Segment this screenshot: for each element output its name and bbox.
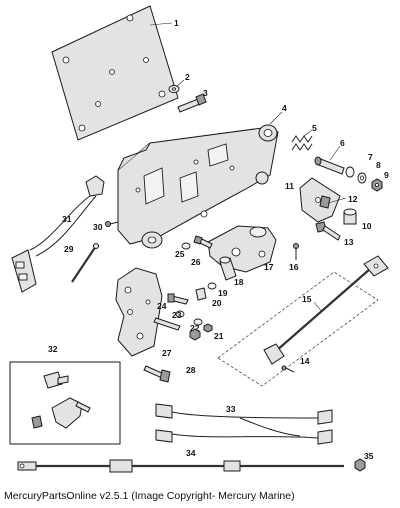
copyright-footer: MercuryPartsOnline v2.5.1 (Image Copyrig… <box>4 490 295 502</box>
part-5-spring[interactable] <box>291 135 313 151</box>
callout-2: 2 <box>185 72 190 82</box>
part-15-cable-assembly[interactable] <box>263 255 389 365</box>
callout-15: 15 <box>302 294 312 304</box>
part-10-bushing[interactable] <box>343 208 357 225</box>
callout-18: 18 <box>234 277 244 287</box>
part-2-washer[interactable] <box>168 85 180 93</box>
callout-11: 11 <box>285 181 294 191</box>
part-4-main-bracket[interactable] <box>117 124 279 249</box>
part-19-washer[interactable] <box>207 282 217 290</box>
part-32-kit-inset[interactable] <box>9 361 121 445</box>
callout-7: 7 <box>368 152 373 162</box>
callout-3: 3 <box>203 88 208 98</box>
callout-9: 9 <box>384 170 389 180</box>
callout-30: 30 <box>93 222 103 232</box>
part-31-switch-harness[interactable] <box>11 175 105 293</box>
assembly-outline-dashed <box>217 271 379 387</box>
callout-35: 35 <box>364 451 374 461</box>
part-24-bolt[interactable] <box>167 293 189 305</box>
callout-29: 29 <box>64 244 74 254</box>
callout-26: 26 <box>191 257 201 267</box>
callout-21: 21 <box>214 331 224 341</box>
callout-28: 28 <box>186 365 196 375</box>
callout-10: 10 <box>362 221 372 231</box>
callout-32: 32 <box>48 344 58 354</box>
part-23-washer[interactable] <box>175 310 185 318</box>
part-34-control-cable[interactable] <box>17 459 344 473</box>
part-21-nut[interactable] <box>189 323 213 341</box>
callout-5: 5 <box>312 123 317 133</box>
part-13-bolt[interactable] <box>315 221 341 241</box>
callout-19: 19 <box>218 288 228 298</box>
part-26-bolt[interactable] <box>193 235 213 249</box>
part-3-bolt[interactable] <box>177 93 207 113</box>
part-12-clip[interactable] <box>319 195 331 209</box>
callout-22: 22 <box>190 323 200 333</box>
callout-8: 8 <box>376 160 381 170</box>
part-8-washer[interactable] <box>357 172 367 184</box>
part-25-washer[interactable] <box>181 242 191 250</box>
part-29-rod[interactable] <box>71 243 99 283</box>
callout-20: 20 <box>212 298 222 308</box>
callout-17: 17 <box>264 262 274 272</box>
callout-34: 34 <box>186 448 196 458</box>
callout-12: 12 <box>348 194 358 204</box>
callout-25: 25 <box>175 249 185 259</box>
part-27-lower-bracket[interactable] <box>115 267 163 357</box>
callout-1: 1 <box>174 18 179 28</box>
part-7-washer[interactable] <box>345 166 355 178</box>
callout-24: 24 <box>157 301 167 311</box>
callout-23: 23 <box>172 310 182 320</box>
callout-33: 33 <box>226 404 236 414</box>
part-6-pin[interactable] <box>314 156 345 175</box>
part-35-nut[interactable] <box>354 458 366 472</box>
part-22-washer[interactable] <box>193 318 203 326</box>
callout-4: 4 <box>282 103 287 113</box>
part-14-screw[interactable] <box>281 365 295 373</box>
part-9-nut[interactable] <box>371 178 383 192</box>
callout-27: 27 <box>162 348 172 358</box>
part-30-screw[interactable] <box>105 221 119 227</box>
callout-6: 6 <box>340 138 345 148</box>
part-33-wiring-harness[interactable] <box>155 403 333 445</box>
part-stud[interactable] <box>153 317 181 331</box>
part-16-screw[interactable] <box>293 243 299 261</box>
callout-13: 13 <box>344 237 354 247</box>
part-11-lever[interactable] <box>299 177 341 223</box>
part-18-roller[interactable] <box>219 256 237 281</box>
part-20-bushing[interactable] <box>195 287 207 301</box>
part-1-mounting-plate[interactable] <box>51 5 179 141</box>
part-28-bolt[interactable] <box>143 365 171 383</box>
callout-31: 31 <box>62 214 72 224</box>
callout-14: 14 <box>300 356 310 366</box>
callout-16: 16 <box>289 262 299 272</box>
